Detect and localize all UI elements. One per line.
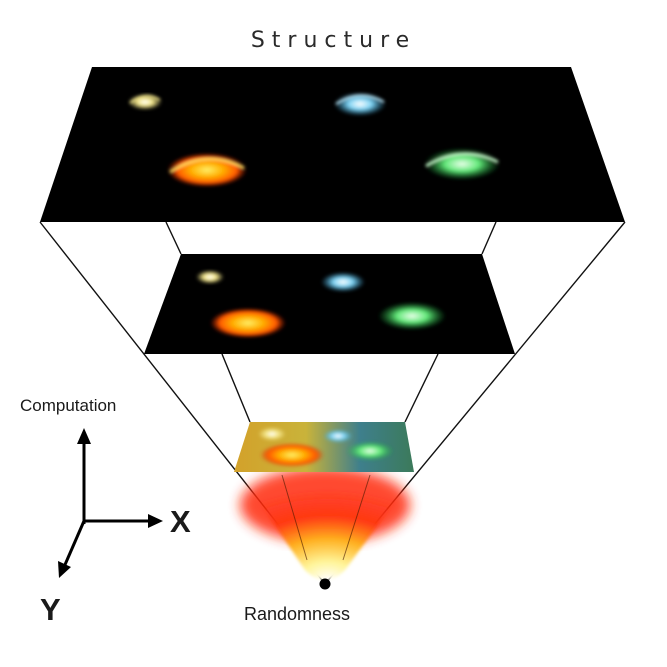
randomness-point (319, 578, 331, 590)
middle-plane (144, 254, 515, 354)
axis-label-y: Y (40, 592, 61, 627)
diagram-title: Structure (250, 28, 417, 53)
axis-computation (77, 428, 91, 524)
galaxy-green (378, 302, 446, 330)
galaxy-green (346, 441, 394, 461)
bottom-plane (234, 422, 414, 472)
axis-label-computation: Computation (20, 396, 117, 415)
top-plane (40, 67, 625, 222)
galaxy-yellow (128, 94, 162, 110)
galaxy-blue (321, 272, 365, 292)
galaxy-orange (210, 308, 286, 338)
galaxy-blue (334, 92, 386, 116)
galaxy-blue (323, 429, 353, 443)
apex-label-randomness: Randomness (244, 604, 351, 624)
galaxy-yellow (258, 427, 286, 441)
galaxy-yellow (196, 270, 224, 284)
axis-y (58, 520, 86, 578)
galaxy-orange (260, 443, 324, 467)
galaxy-orange (167, 153, 247, 187)
axis-x (84, 514, 163, 528)
axis-label-x: X (170, 504, 191, 539)
randomness-glow (240, 467, 410, 580)
galaxy-green (424, 148, 500, 180)
